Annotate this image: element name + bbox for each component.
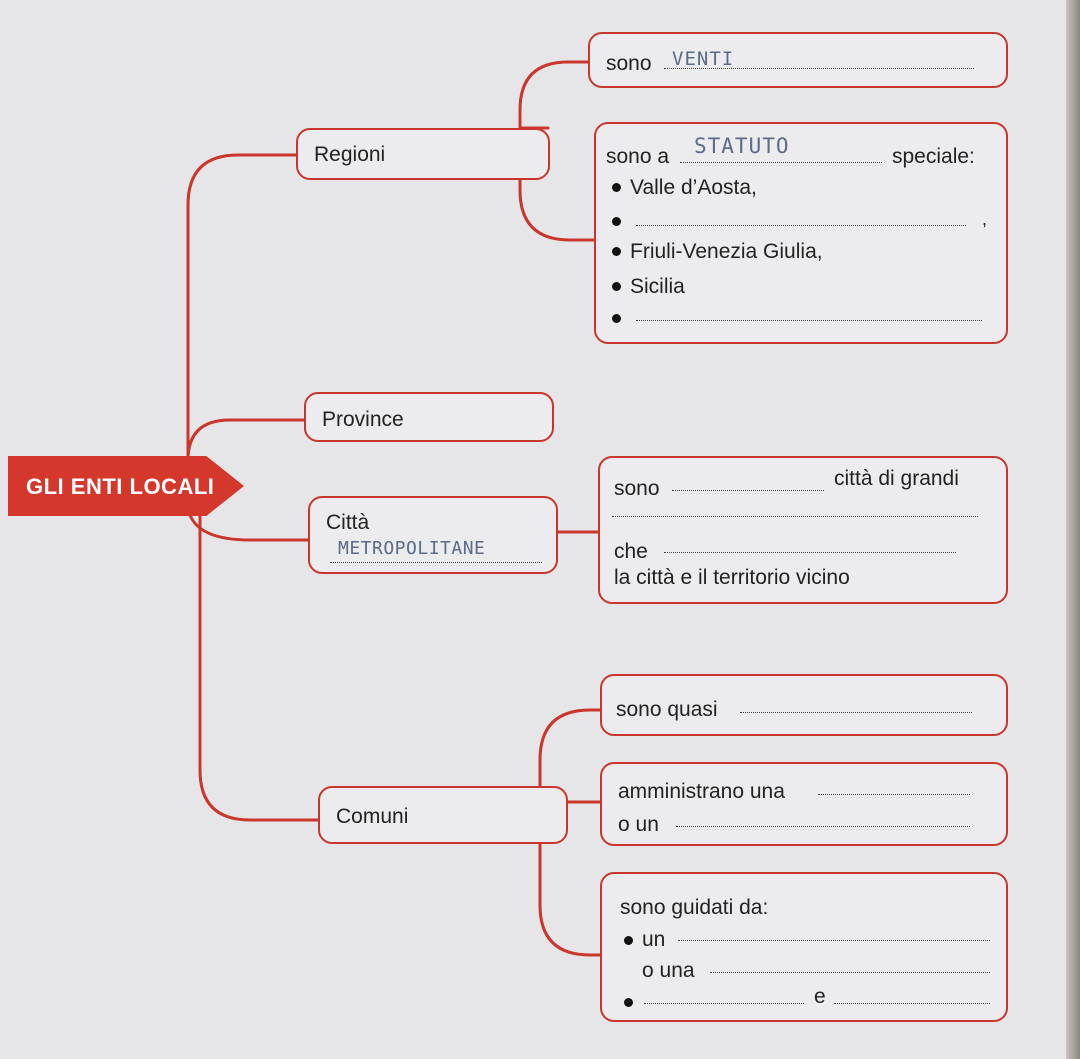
blank-line bbox=[818, 794, 970, 795]
branch-comuni-box3 bbox=[538, 828, 604, 957]
regioni-box-number-text: sono bbox=[606, 52, 652, 75]
blank-line bbox=[636, 225, 966, 226]
regioni-box-statuto-prefix: sono a bbox=[606, 145, 670, 168]
handwritten-answer: METROPOLITANE bbox=[338, 538, 486, 559]
blank-line bbox=[664, 68, 974, 69]
region-item: Friuli-Venezia Giulia, bbox=[630, 240, 823, 263]
citta-line3-prefix: che bbox=[614, 540, 648, 563]
regioni-box-statuto-suffix: speciale: bbox=[892, 145, 975, 168]
trunk-lower bbox=[198, 513, 322, 822]
comuni-box-number-text: sono quasi bbox=[616, 698, 718, 721]
root-label-banner: GLI ENTI LOCALI bbox=[8, 456, 244, 516]
blank-line bbox=[644, 1003, 804, 1004]
bullet bbox=[612, 282, 621, 291]
citta-info-box bbox=[598, 456, 1008, 604]
citta-line1-prefix: sono bbox=[614, 477, 660, 500]
comuni-box-leaders-line1: un bbox=[642, 928, 666, 951]
node-citta bbox=[308, 496, 558, 574]
comuni-box-administer-line2: o un bbox=[618, 813, 659, 836]
blank-line bbox=[834, 1003, 990, 1004]
blank-line bbox=[672, 490, 824, 491]
regioni-box-number bbox=[588, 32, 1008, 88]
node-comuni bbox=[318, 786, 568, 844]
blank-line bbox=[636, 320, 982, 321]
root-label: GLI ENTI LOCALI bbox=[26, 474, 215, 499]
citta-line1-suffix: città di grandi bbox=[834, 467, 959, 490]
handwritten-answer: STATUTO bbox=[694, 134, 790, 158]
comuni-box-leaders-line3-mid: e bbox=[814, 985, 826, 1008]
branch-comuni-box1 bbox=[538, 708, 604, 792]
regioni-box-statuto bbox=[594, 122, 1008, 344]
bullet bbox=[624, 998, 633, 1007]
node-regioni-label: Regioni bbox=[314, 143, 386, 166]
citta-line4: la città e il territorio vicino bbox=[614, 566, 850, 589]
comuni-box-number bbox=[600, 674, 1008, 736]
bullet bbox=[612, 183, 621, 192]
blank-line bbox=[710, 972, 990, 973]
branch-regioni-box1 bbox=[518, 60, 590, 130]
handwritten-answer: VENTI bbox=[672, 48, 735, 70]
branch-citta bbox=[188, 513, 312, 542]
branch-regioni-box2 bbox=[518, 126, 596, 242]
blank-line bbox=[330, 562, 542, 563]
branch-province bbox=[186, 418, 308, 462]
blank-line bbox=[664, 552, 956, 553]
node-province-label: Province bbox=[322, 408, 404, 431]
comuni-box-leaders bbox=[600, 872, 1008, 1022]
bullet bbox=[612, 314, 621, 323]
region-item: Valle d’Aosta, bbox=[630, 176, 757, 199]
comuni-box-leaders-title: sono guidati da: bbox=[620, 896, 769, 919]
node-comuni-label: Comuni bbox=[336, 805, 409, 828]
comuni-box-administer-line1: amministrano una bbox=[618, 780, 785, 803]
bullet bbox=[612, 247, 621, 256]
node-province bbox=[304, 392, 554, 442]
comuni-box-leaders-line2: o una bbox=[642, 959, 695, 982]
blank-line bbox=[680, 162, 882, 163]
region-item: Sicilia bbox=[630, 275, 685, 298]
node-regioni bbox=[296, 128, 550, 180]
blank-line bbox=[740, 712, 972, 713]
comuni-box-administer bbox=[600, 762, 1008, 846]
blank-line bbox=[612, 516, 978, 517]
bullet bbox=[612, 217, 621, 226]
trunk-upper bbox=[186, 153, 302, 472]
blank-line bbox=[678, 940, 990, 941]
blank-line bbox=[676, 826, 970, 827]
blank-comma: , bbox=[982, 209, 988, 229]
node-citta-label: Città bbox=[326, 511, 370, 534]
bullet bbox=[624, 936, 633, 945]
